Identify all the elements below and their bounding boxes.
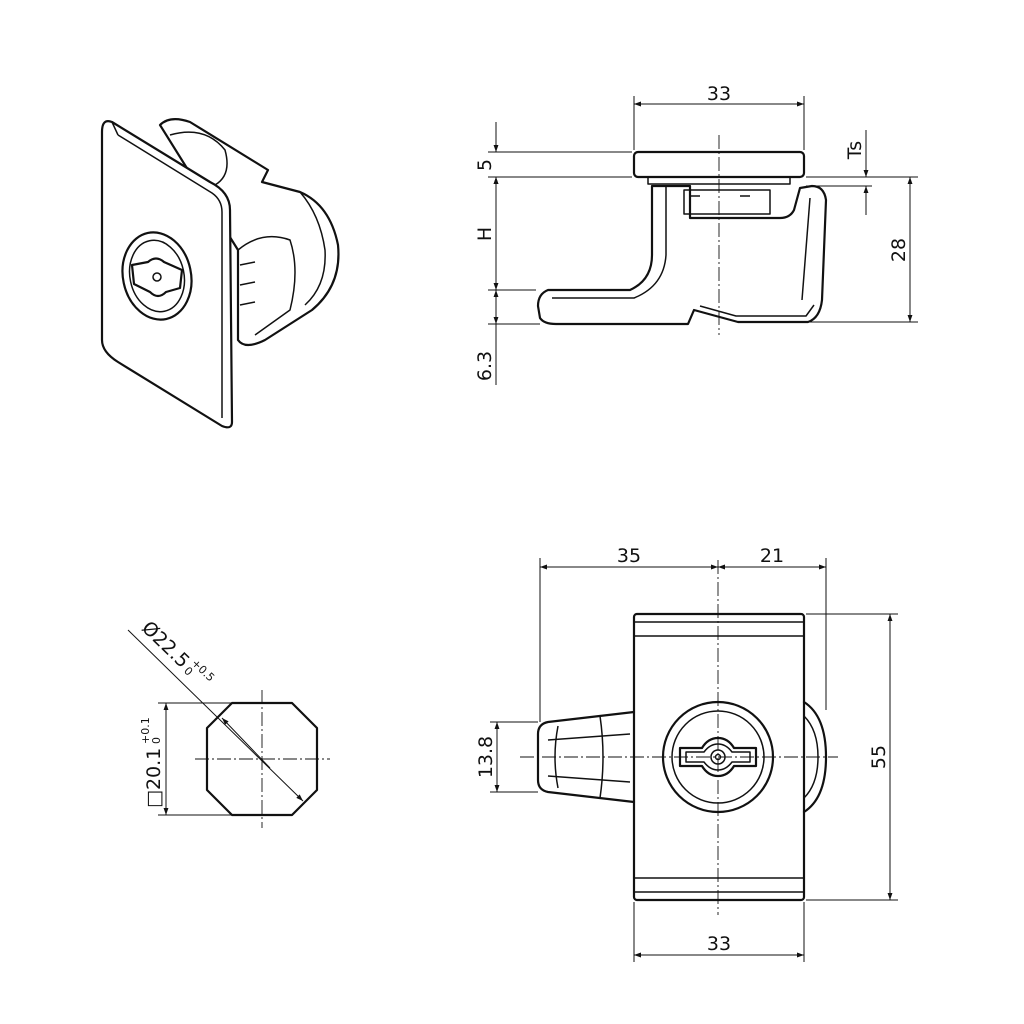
isometric-view: [100, 118, 340, 429]
front-view: 35 21 13.8 55 33: [475, 545, 898, 962]
front-dim-right: 21: [760, 545, 784, 567]
side-dim-h: H: [474, 227, 496, 241]
side-dim-width: 33: [707, 83, 731, 105]
cutout-dim-square-tol-upper: +0.1: [139, 717, 152, 744]
side-dim-height: 28: [888, 238, 910, 262]
side-dim-bottom: 6.3: [474, 351, 496, 381]
cutout-dim-diameter: Ø22.5: [137, 617, 193, 673]
side-dim-ts: Ts: [844, 141, 866, 160]
cutout-dim-square-tol-lower: 0: [150, 737, 163, 744]
side-view: 33 5 H 6.3 28 Ts: [474, 83, 918, 385]
cutout-view: Ø22.5 +0.5 0 □20.1 +0.1 0: [127, 617, 330, 828]
cutout-dim-square: □20.1: [143, 748, 165, 808]
side-dim-flange: 5: [474, 159, 496, 171]
front-dim-left: 35: [617, 545, 641, 567]
front-dim-width-bottom: 33: [707, 933, 731, 955]
front-dim-height: 55: [868, 745, 890, 769]
front-dim-cam: 13.8: [475, 736, 497, 778]
